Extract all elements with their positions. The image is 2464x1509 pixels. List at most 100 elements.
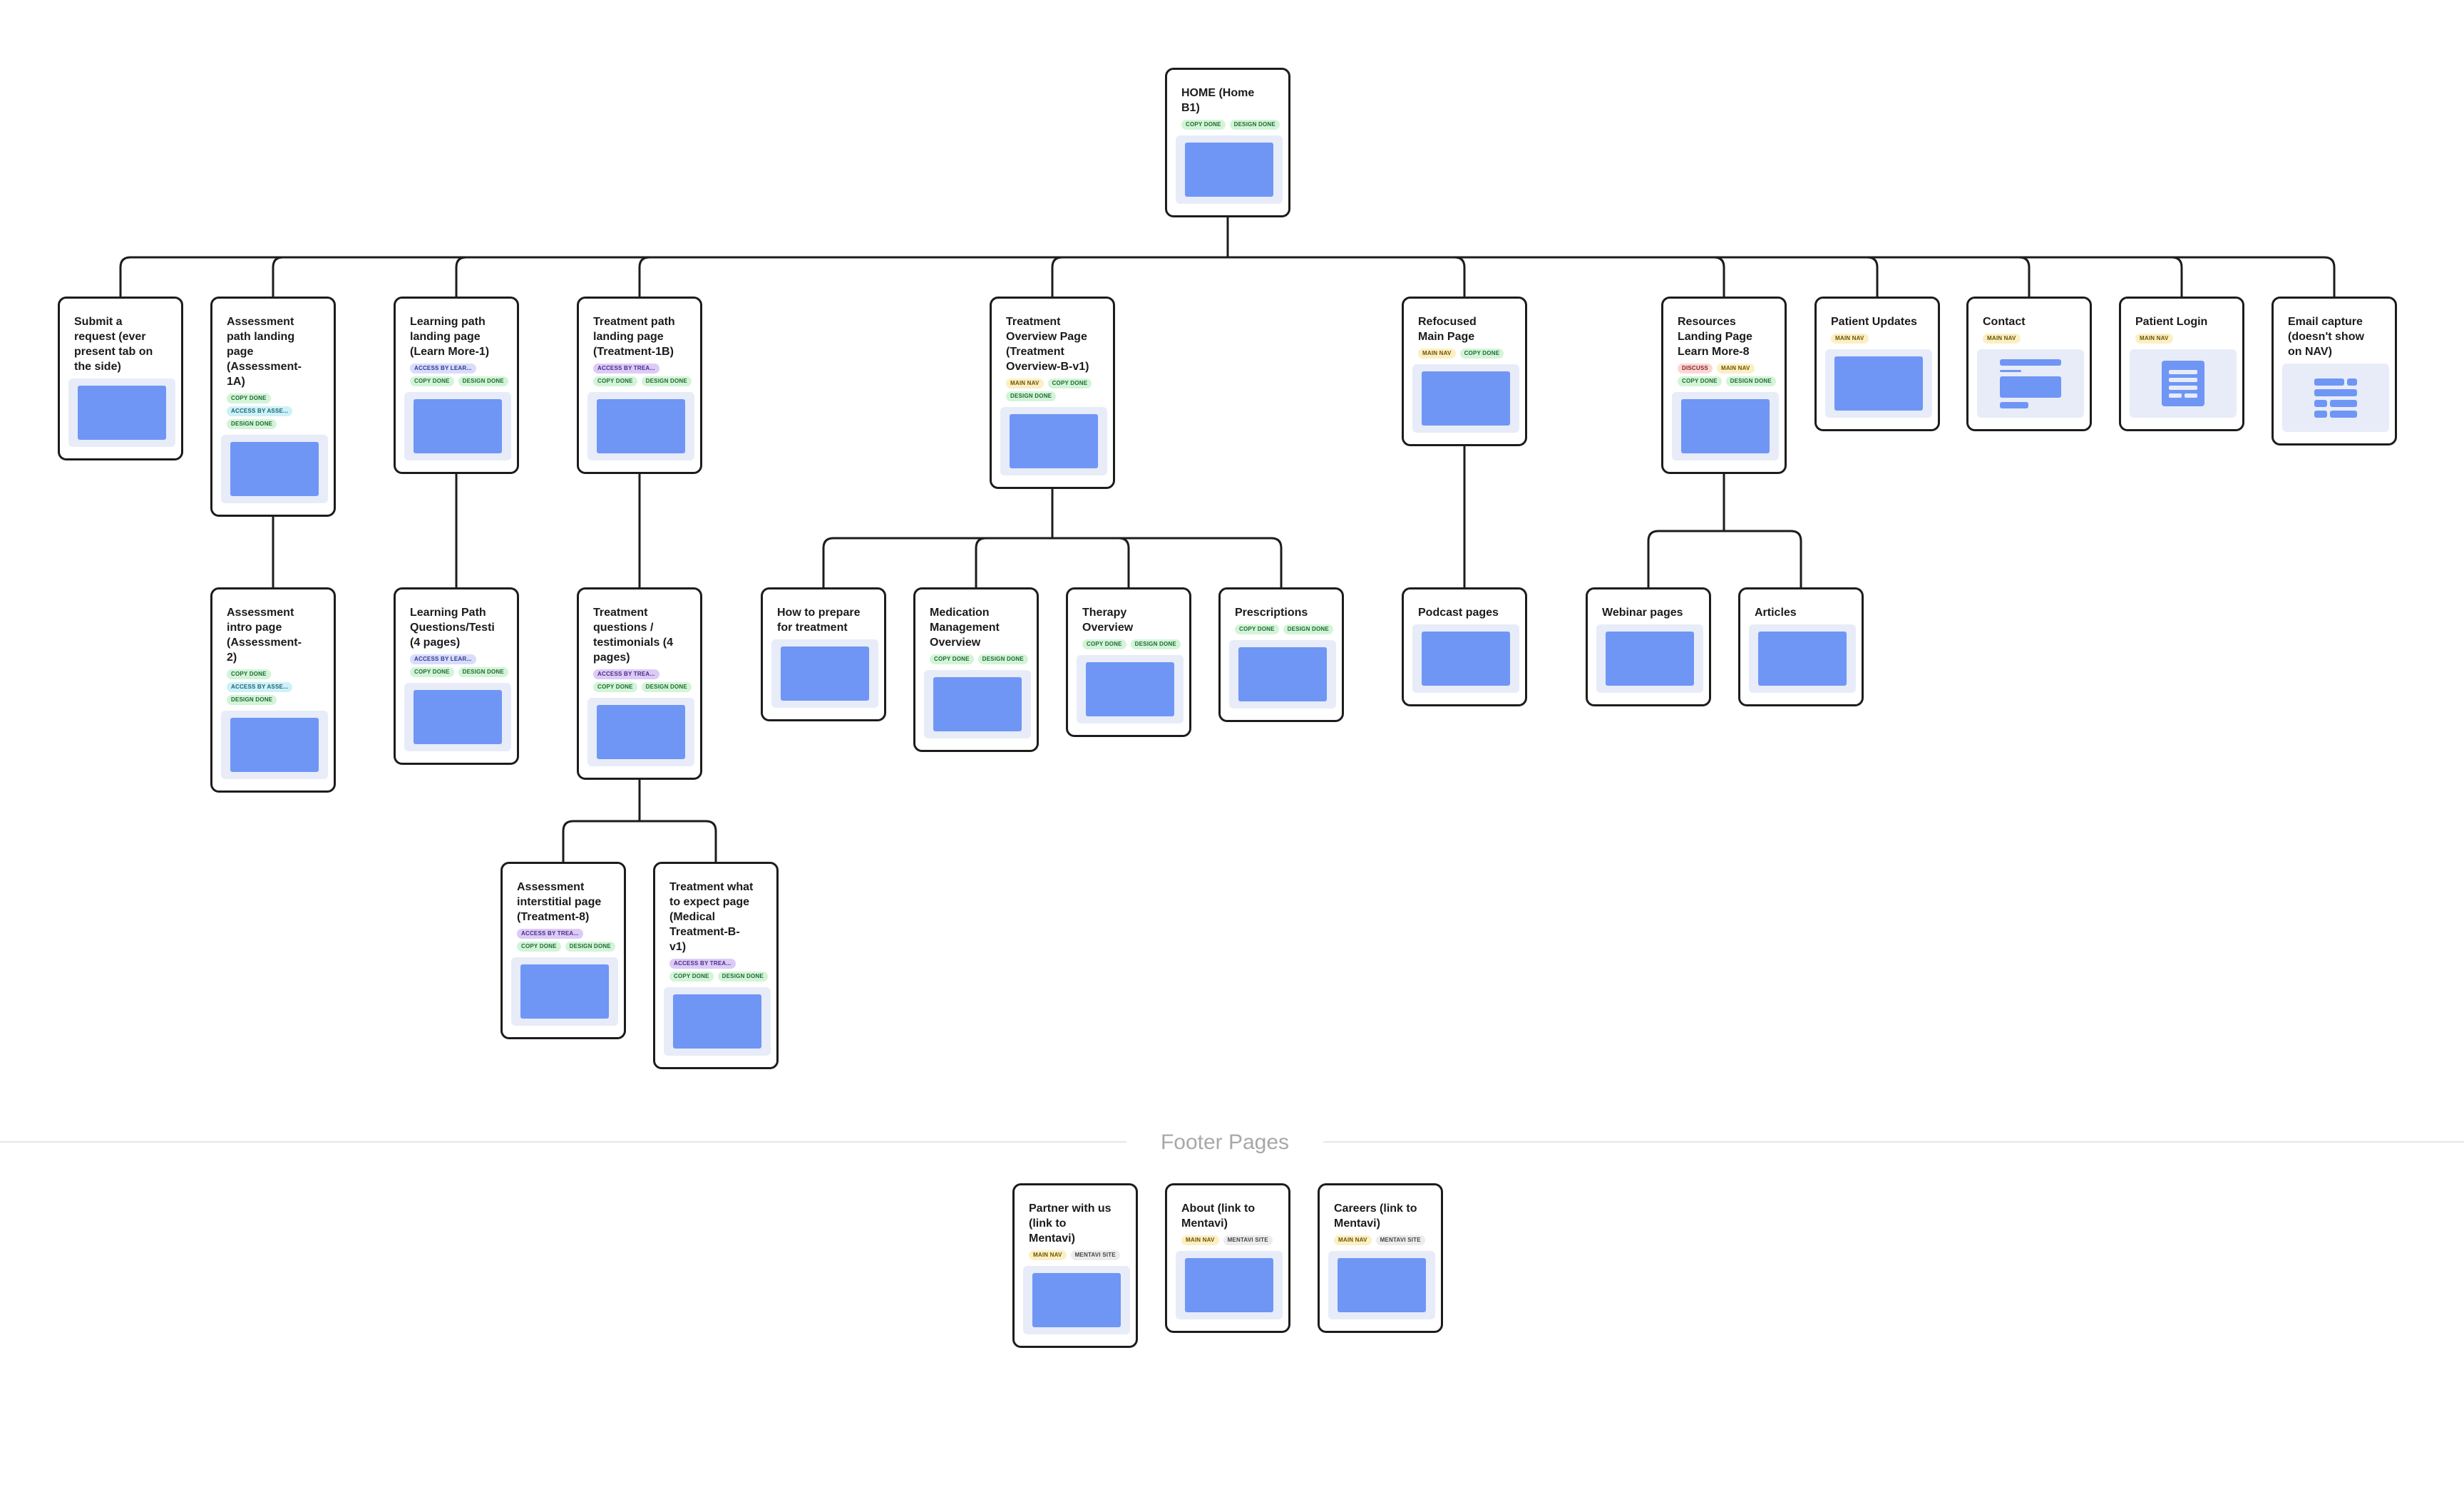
page-card-learning-landing[interactable]: Learning path landing page (Learn More-1…: [394, 297, 519, 474]
card-title: Prescriptions: [1235, 607, 1308, 619]
card-title: Medication Management Overview: [930, 607, 1000, 649]
card-title: Partner with us (link to Mentavi): [1029, 1202, 1112, 1245]
page-thumbnail: [1596, 624, 1703, 693]
card-title: Webinar pages: [1602, 607, 1683, 619]
page-card-podcast-pages[interactable]: Podcast pages: [1402, 587, 1527, 706]
tag-design-done: DESIGN DONE: [1229, 120, 1280, 130]
page-card-webinar-pages[interactable]: Webinar pages: [1586, 587, 1711, 706]
card-title: Patient Login: [2135, 316, 2208, 328]
connector-line: [640, 820, 717, 862]
connector-line: [1228, 256, 1725, 297]
tag-mentavi-site: MENTAVI SITE: [1375, 1235, 1425, 1245]
page-card-assessment-landing[interactable]: Assessment path landing page (Assessment…: [210, 297, 336, 517]
connector-line: [119, 256, 1228, 297]
card-title: Assessment intro page (Assessment- 2): [227, 607, 302, 664]
page-thumbnail: [404, 683, 511, 751]
tag-design-done: DESIGN DONE: [458, 667, 508, 677]
connector-line: [1228, 256, 2183, 297]
tag-main-nav: MAIN NAV: [1181, 1235, 1219, 1245]
thumbnail-placeholder: [673, 994, 761, 1049]
thumbnail-placeholder: [1834, 356, 1923, 411]
thumbnail-placeholder: [1238, 647, 1327, 701]
tag-copy-done: COPY DONE: [517, 942, 561, 952]
page-card-articles[interactable]: Articles: [1738, 587, 1864, 706]
page-thumbnail: [1229, 640, 1336, 709]
tag-copy-done: COPY DONE: [1459, 349, 1504, 359]
card-title: Podcast pages: [1418, 607, 1499, 619]
page-thumbnail: [587, 392, 694, 460]
tag-design-done: DESIGN DONE: [1725, 376, 1776, 386]
thumbnail-placeholder: [1422, 371, 1510, 426]
page-card-submit-request[interactable]: Submit a request (ever present tab on th…: [58, 297, 183, 460]
thumbnail-placeholder: [1010, 414, 1098, 468]
page-card-treatment-what-to-expect[interactable]: Treatment what to expect page (Medical T…: [653, 862, 779, 1069]
card-title: Email capture (doesn't show on NAV): [2288, 316, 2364, 358]
page-card-treatment-questions[interactable]: Treatment questions / testimonials (4 pa…: [577, 587, 702, 780]
thumbnail-placeholder: [1606, 632, 1694, 686]
status-tags: MAIN NAV: [1983, 334, 2083, 344]
tag-access-learn: ACCESS BY LEAR...: [410, 364, 476, 374]
page-card-email-capture[interactable]: Email capture (doesn't show on NAV): [2272, 297, 2397, 446]
page-card-learning-questions[interactable]: Learning Path Questions/Testi (4 pages) A…: [394, 587, 519, 765]
tag-access-treat: ACCESS BY TREA...: [669, 959, 736, 969]
card-title: Treatment what to expect page (Medical T…: [669, 881, 754, 953]
tag-design-done: DESIGN DONE: [977, 654, 1028, 664]
tag-copy-done: COPY DONE: [593, 682, 637, 692]
tag-design-done: DESIGN DONE: [227, 695, 277, 705]
tag-access-learn: ACCESS BY LEAR...: [410, 654, 476, 664]
card-title: Refocused Main Page: [1418, 316, 1477, 343]
page-card-how-to-prepare[interactable]: How to prepare for treatment: [761, 587, 886, 721]
page-card-treatment-overview[interactable]: Treatment Overview Page (Treatment Overv…: [990, 297, 1115, 489]
card-title: Learning Path Questions/Testi (4 pages): [410, 607, 495, 649]
tag-copy-done: COPY DONE: [410, 376, 454, 386]
thumbnail-placeholder: [1185, 143, 1273, 197]
card-title: Articles: [1755, 607, 1797, 619]
thumbnail-placeholder: [1758, 632, 1847, 686]
tag-access-assess: ACCESS BY ASSE...: [227, 406, 293, 416]
card-title: Careers (link to Mentavi): [1334, 1202, 1417, 1230]
connector-line: [272, 256, 1228, 297]
page-thumbnail: [1077, 655, 1184, 723]
connector-line: [1228, 256, 2031, 297]
page-card-treatment-landing[interactable]: Treatment path landing page (Treatment-1…: [577, 297, 702, 474]
footer-divider-left: [0, 1141, 1126, 1143]
thumbnail-placeholder: [230, 442, 319, 496]
page-card-assessment-interstitial[interactable]: Assessment interstitial page (Treatment-…: [500, 862, 626, 1039]
connector-line: [562, 820, 640, 862]
card-title: Assessment path landing page (Assessment…: [227, 316, 302, 388]
tag-copy-done: COPY DONE: [930, 654, 974, 664]
page-thumbnail: [68, 378, 175, 447]
page-thumbnail: [664, 987, 771, 1056]
connector-line: [638, 256, 1228, 297]
tag-copy-done: COPY DONE: [1678, 376, 1722, 386]
tag-main-nav: MAIN NAV: [1006, 378, 1044, 388]
thumbnail-placeholder: [414, 690, 502, 744]
page-card-partner-with-us[interactable]: Partner with us (link to Mentavi) MAIN NA…: [1012, 1183, 1138, 1348]
thumbnail-placeholder: [1185, 1258, 1273, 1312]
page-card-assessment-intro[interactable]: Assessment intro page (Assessment- 2) COP…: [210, 587, 336, 793]
card-title: Submit a request (ever present tab on th…: [74, 316, 153, 373]
connector-line: [822, 537, 1052, 587]
page-thumbnail: [587, 698, 694, 766]
tag-main-nav: MAIN NAV: [1334, 1235, 1372, 1245]
